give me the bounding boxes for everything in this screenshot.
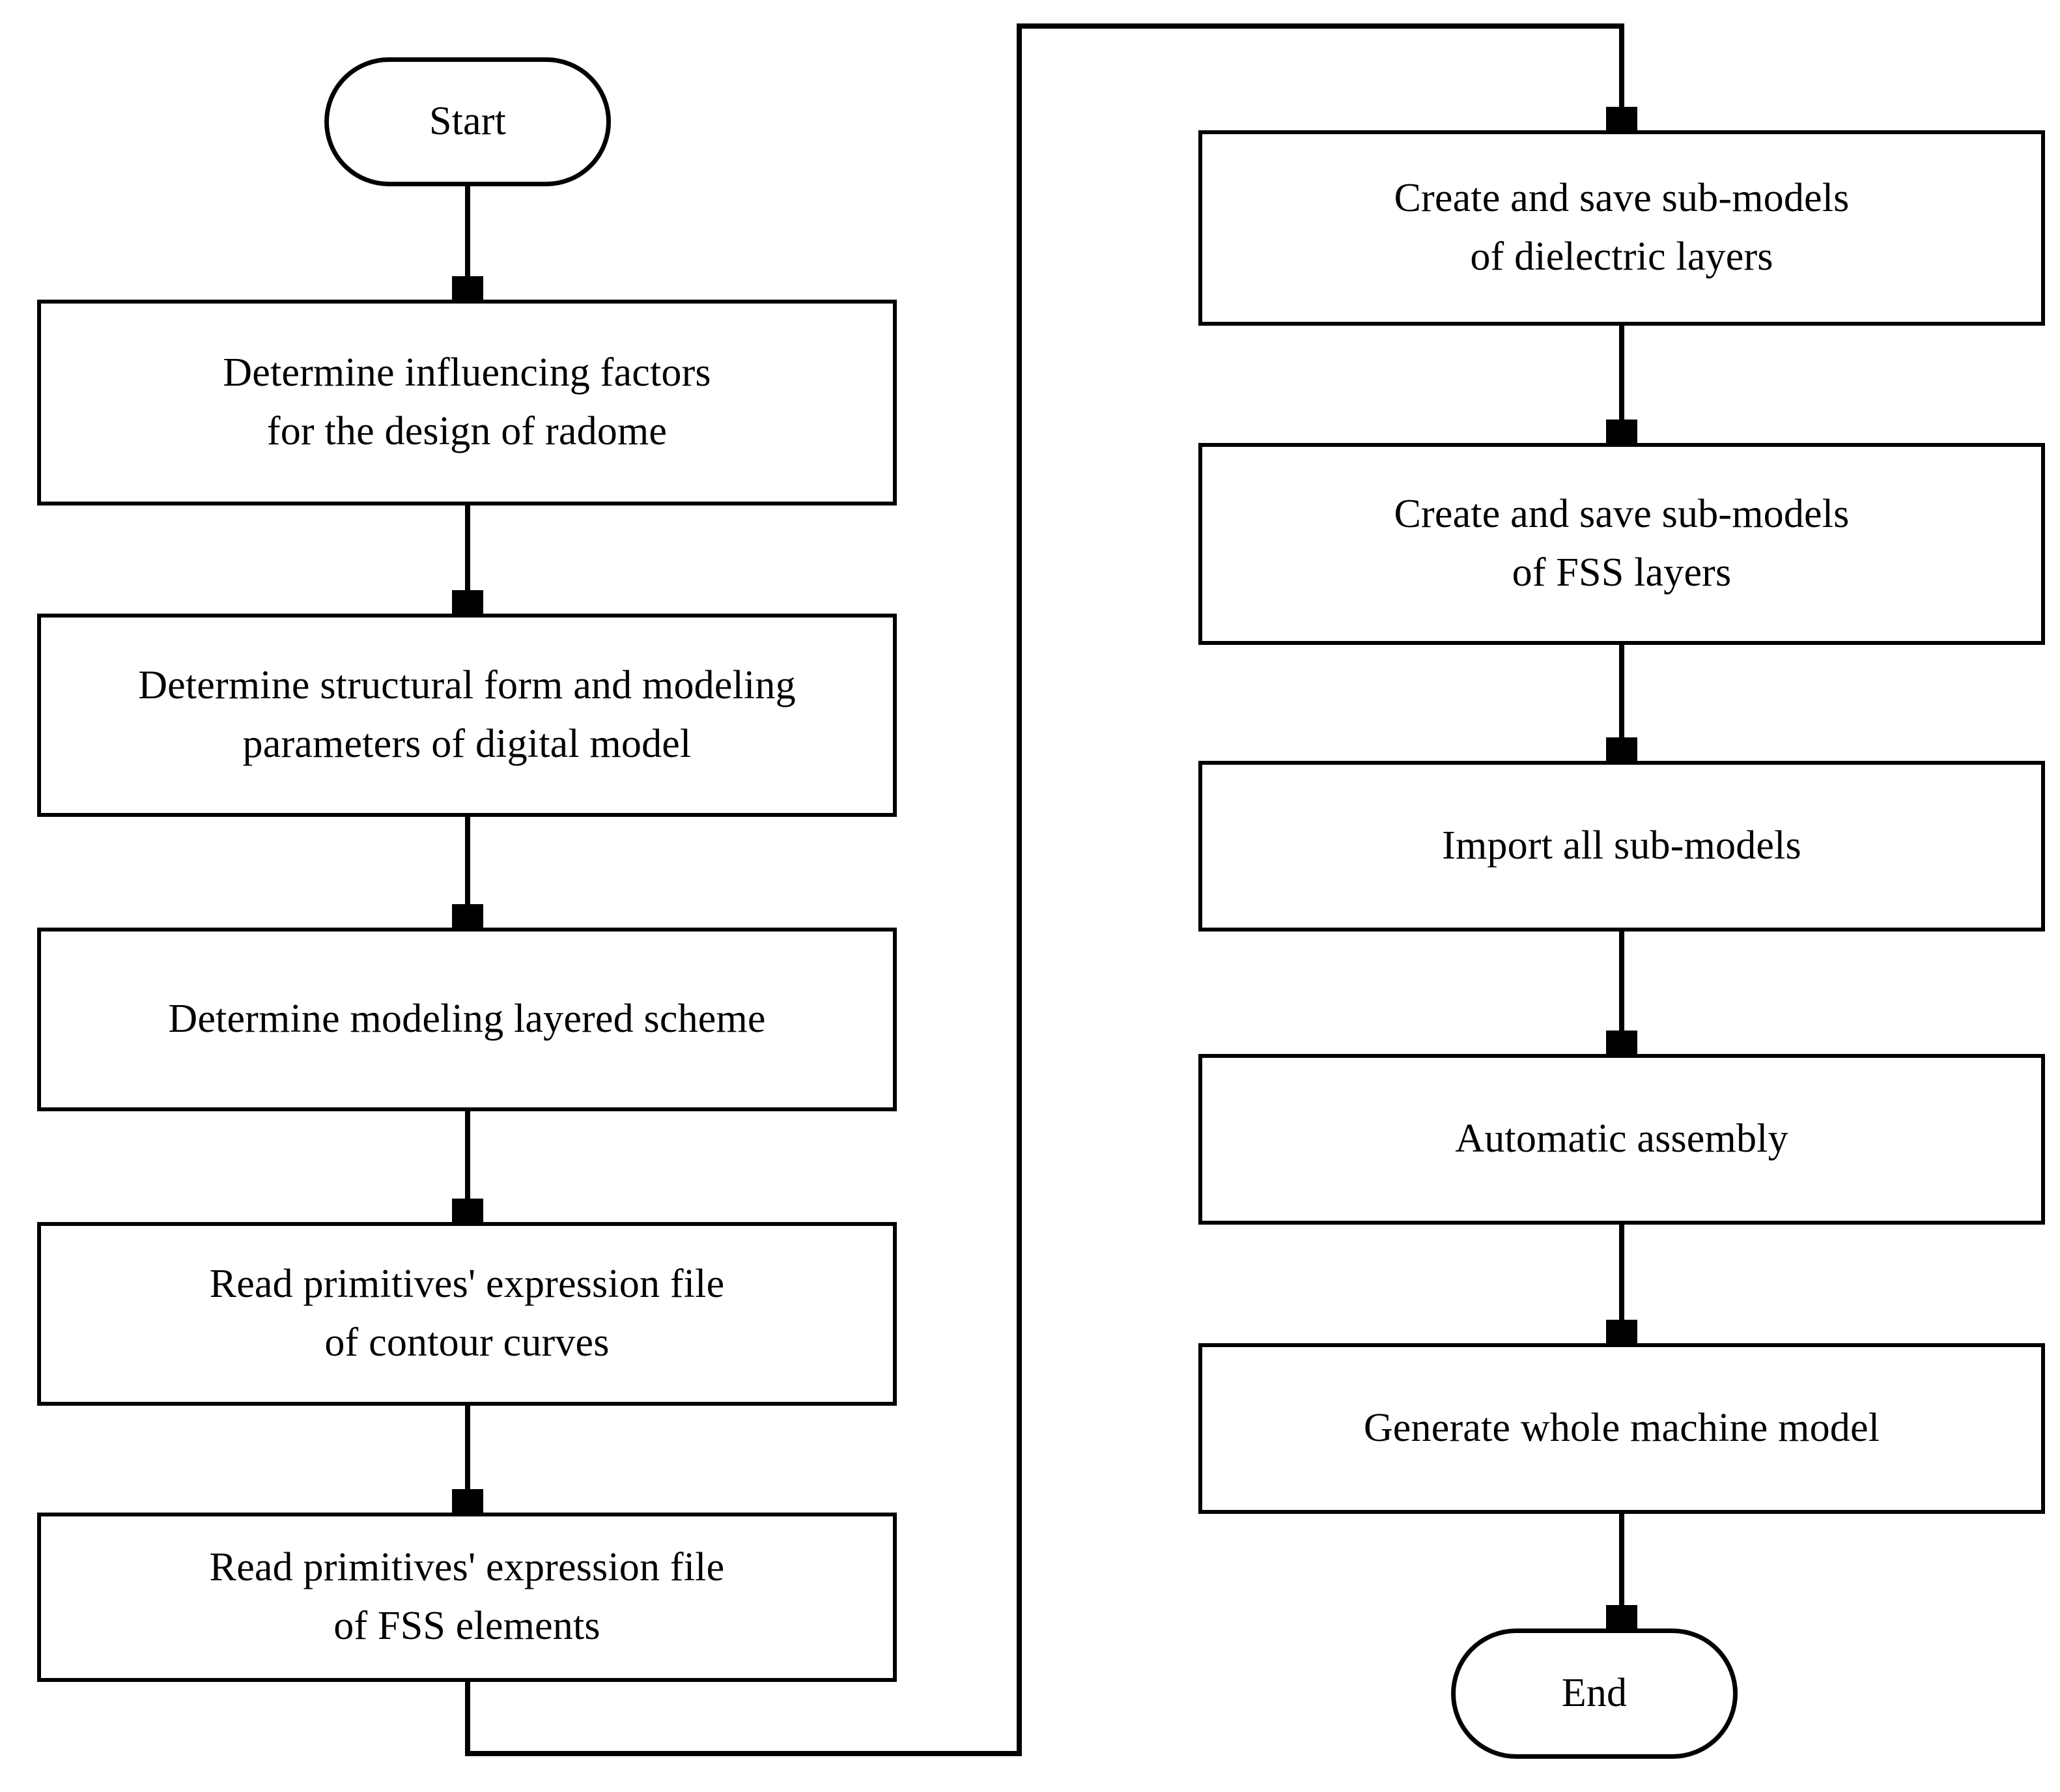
node-determine-structural-form[interactable]: Determine structural form and modeling p… — [37, 614, 897, 817]
node-end-label: End — [1561, 1671, 1628, 1716]
node-start[interactable]: Start — [324, 57, 611, 186]
node-read-fss-elements-file[interactable]: Read primitives' expression file of FSS … — [37, 1513, 897, 1682]
node-generate-whole-machine-model[interactable]: Generate whole machine model — [1198, 1343, 2045, 1514]
node-automatic-assembly-label: Automatic assembly — [1455, 1116, 1788, 1161]
node-import-all-submodels-label: Import all sub-models — [1442, 823, 1801, 868]
node-determine-structural-form-label: Determine structural form and modeling p… — [138, 663, 796, 766]
node-read-fss-elements-file-label: Read primitives' expression file of FSS … — [209, 1545, 725, 1648]
node-automatic-assembly[interactable]: Automatic assembly — [1198, 1054, 2045, 1225]
node-determine-influencing-factors-label: Determine influencing factors for the de… — [223, 350, 711, 453]
node-create-fss-submodels-label: Create and save sub-models of FSS layers — [1394, 492, 1850, 595]
node-determine-influencing-factors[interactable]: Determine influencing factors for the de… — [37, 300, 897, 505]
node-generate-whole-machine-model-label: Generate whole machine model — [1363, 1406, 1880, 1451]
node-end[interactable]: End — [1451, 1628, 1738, 1759]
node-create-dielectric-submodels-label: Create and save sub-models of dielectric… — [1394, 176, 1850, 279]
node-create-fss-submodels[interactable]: Create and save sub-models of FSS layers — [1198, 443, 2045, 645]
node-determine-modeling-layered-scheme[interactable]: Determine modeling layered scheme — [37, 928, 897, 1111]
node-create-dielectric-submodels[interactable]: Create and save sub-models of dielectric… — [1198, 130, 2045, 326]
node-import-all-submodels[interactable]: Import all sub-models — [1198, 761, 2045, 932]
node-determine-modeling-layered-scheme-label: Determine modeling layered scheme — [168, 997, 766, 1042]
node-read-contour-curves-file-label: Read primitives' expression file of cont… — [209, 1262, 725, 1365]
node-read-contour-curves-file[interactable]: Read primitives' expression file of cont… — [37, 1222, 897, 1406]
node-start-label: Start — [429, 99, 507, 144]
